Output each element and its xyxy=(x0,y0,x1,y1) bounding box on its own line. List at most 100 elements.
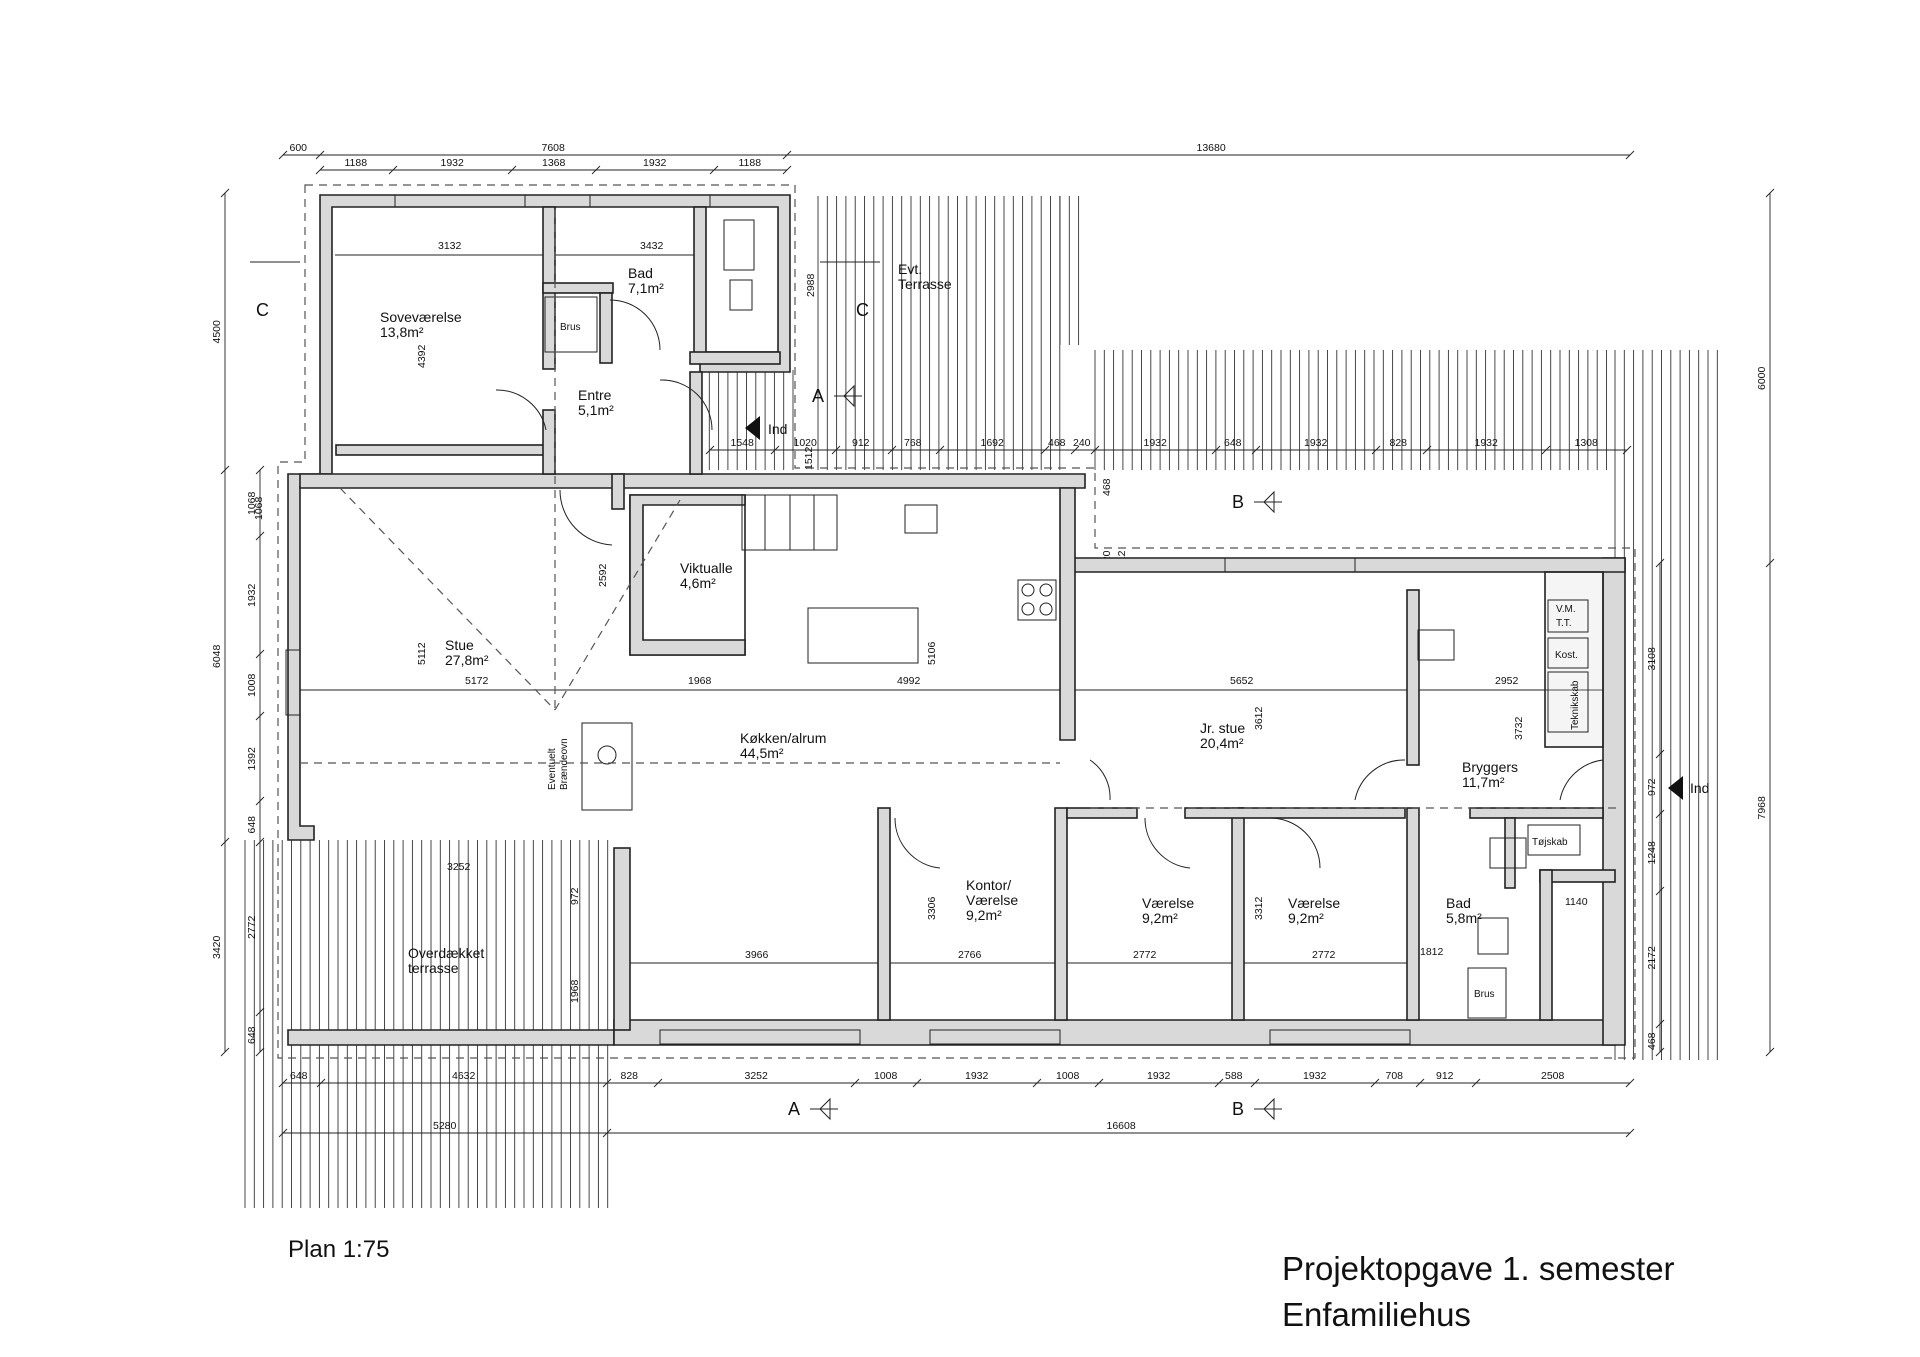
interior-dimension-label: 3432 xyxy=(640,240,664,252)
dimension-label: 13680 xyxy=(1197,142,1226,154)
room-area-bad1: 7,1m² xyxy=(628,280,664,296)
wall-bryggers-west xyxy=(1406,589,1420,766)
interior-dimension-label: 1968 xyxy=(569,979,581,1003)
section-mark-a: A xyxy=(788,1099,800,1119)
wall-south-mid xyxy=(613,1019,1616,1046)
fixture-brus-2: Brus xyxy=(1474,989,1495,1000)
dimension-label: 7608 xyxy=(542,142,566,154)
interior-dimension-label: 2772 xyxy=(1133,949,1157,961)
room-name-sovevaerelse: Soveværelse xyxy=(380,309,462,325)
wall-west-main xyxy=(287,473,321,841)
section-mark-b: B xyxy=(1232,1099,1244,1119)
fixture-braendeovn-line2: Brændeovn xyxy=(559,738,570,790)
dimension-label: 240 xyxy=(1073,437,1091,449)
dimension-label: 1932 xyxy=(246,583,258,607)
room-area-bad2: 5,8m² xyxy=(1446,910,1482,926)
wall-entre-east xyxy=(689,371,703,475)
dimension-label: 708 xyxy=(1386,1070,1404,1082)
dimension-label: 1368 xyxy=(542,157,566,169)
fixture-braendeovn: Eventuelt xyxy=(547,748,558,790)
section-mark-c: C xyxy=(256,300,269,320)
room-name-vaerelse1: Værelse xyxy=(1142,895,1194,911)
dimension-label: 1932 xyxy=(1144,437,1168,449)
dimension-label: 912 xyxy=(852,437,870,449)
wall-corridor-3 xyxy=(1469,807,1604,819)
dimension-label: 1932 xyxy=(1475,437,1499,449)
wall-corridor-1 xyxy=(1066,807,1138,819)
door-swing xyxy=(495,389,547,431)
fixture-tt: T.T. xyxy=(1556,618,1572,629)
dimension-label: 1932 xyxy=(643,157,667,169)
wall-bath-west xyxy=(693,206,707,358)
project-title: Projektopgave 1. semester xyxy=(1282,1250,1675,1287)
section-mark-c: C xyxy=(856,300,869,320)
room-name-evt-terrasse-line2: Terrasse xyxy=(898,276,952,292)
wall-kontor-west xyxy=(877,807,891,1021)
dimension-label: 648 xyxy=(290,1070,308,1082)
dimension-label: 1248 xyxy=(1646,841,1658,865)
room-labels: Soveværelse13,8m²Bad7,1m²Entre5,1m²Stue2… xyxy=(380,261,1518,976)
kitchen-island xyxy=(807,607,919,664)
dimension-label: 1932 xyxy=(965,1070,989,1082)
dimension-label: 16608 xyxy=(1107,1120,1136,1132)
dimension-label: 648 xyxy=(246,1026,258,1044)
interior-dimension-label: 5106 xyxy=(926,641,938,665)
dimension-label: 648 xyxy=(1224,437,1242,449)
interior-dimension-label: 3252 xyxy=(447,861,471,873)
dimension-label: 6000 xyxy=(1756,366,1768,390)
interior-dimension-label: 5652 xyxy=(1230,675,1254,687)
wall-utility-west xyxy=(1539,869,1553,1021)
fixture-teknikskab: Teknikskab xyxy=(1570,680,1581,730)
dimension-label: 2508 xyxy=(1541,1070,1565,1082)
room-name-kontor-line2: Værelse xyxy=(966,892,1018,908)
wall-brus-east xyxy=(599,292,613,364)
dimension-label: 1188 xyxy=(739,157,762,169)
dimension-label: 1932 xyxy=(441,157,465,169)
dimension-label: 3252 xyxy=(745,1070,769,1082)
room-name-entre: Entre xyxy=(578,387,612,403)
project-subtitle: Enfamiliehus xyxy=(1282,1296,1471,1333)
room-area-stue: 27,8m² xyxy=(445,652,489,668)
dimension-label: 5280 xyxy=(433,1120,457,1132)
wall-south-main xyxy=(287,1029,615,1046)
interior-dimension-label: 468 xyxy=(1101,478,1113,496)
interior-dimension-label: 3312 xyxy=(1253,896,1265,920)
room-name-viktualle: Viktualle xyxy=(680,560,733,576)
fixture-vm: V.M. xyxy=(1556,604,1576,615)
wall-entre-stub xyxy=(611,473,625,510)
basin-2 xyxy=(1489,837,1527,869)
building-walls xyxy=(287,194,1626,1046)
wall-entre-west xyxy=(542,409,556,475)
interior-dimension-label: 2772 xyxy=(1312,949,1336,961)
dimension-label: 768 xyxy=(904,437,922,449)
interior-dimension-label: 2592 xyxy=(597,563,609,587)
room-name-overdaekket-line2: terrasse xyxy=(408,960,459,976)
wall-vaerelse2-west xyxy=(1231,807,1245,1021)
basin-1 xyxy=(729,279,753,311)
dimension-label: 588 xyxy=(1225,1070,1243,1082)
interior-dimension-label: 3132 xyxy=(438,240,462,252)
dimension-label: 6048 xyxy=(211,644,223,668)
interior-dimension-label: 1068 xyxy=(253,496,265,520)
dimension-label: 468 xyxy=(1048,437,1066,449)
tojskab-box xyxy=(1527,824,1581,856)
dimension-label: 1068 xyxy=(246,491,258,515)
wall-tojskab-west xyxy=(1504,817,1516,889)
wall-north-main xyxy=(299,473,1086,489)
interior-dimension-label: 1812 xyxy=(1420,946,1444,958)
interior-dimension-label: 4992 xyxy=(897,675,921,687)
wall-east xyxy=(1602,557,1626,1046)
kost-box xyxy=(1547,637,1589,669)
interior-dimension-label: 1140 xyxy=(1565,896,1588,908)
fixture-labels: BrusBrusV.M.T.T.Kost.TeknikskabTøjskabEv… xyxy=(547,322,1581,1000)
wall-fireplace-column xyxy=(613,847,631,1031)
room-area-jrstue: 20,4m² xyxy=(1200,735,1244,751)
entrance-label-1: Ind xyxy=(768,421,787,437)
dimension-label: 4500 xyxy=(211,320,223,344)
interior-dimension-label: 1512 xyxy=(803,446,815,470)
room-name-evt-terrasse: Evt. xyxy=(898,261,922,277)
dimension-label: 1008 xyxy=(246,673,258,697)
dimension-label: 3420 xyxy=(211,935,223,959)
